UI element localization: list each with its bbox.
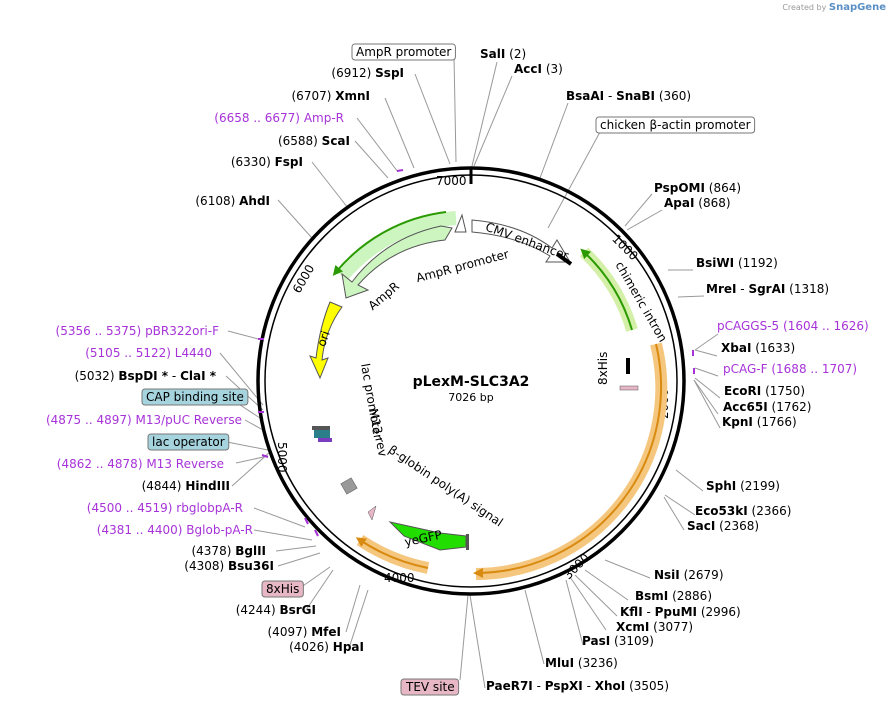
- site-label-mrei[interactable]: MreI - SgrAI (1318): [706, 282, 829, 296]
- plasmid-length: 7026 bp: [448, 391, 493, 404]
- site-label-hindiii[interactable]: (4844) HindIII: [142, 479, 230, 493]
- site-label-l4440[interactable]: (5105 .. 5122) L4440: [85, 346, 212, 360]
- ampr-orf-arrow: [332, 211, 447, 276]
- site-label-ecori[interactable]: EcoRI (1750): [724, 384, 805, 398]
- site-label-ahdi[interactable]: (6108) AhdI: [195, 194, 270, 208]
- site-label-bsu36i[interactable]: (4308) Bsu36I: [184, 559, 274, 573]
- site-label-his8tag[interactable]: 8xHis: [266, 582, 299, 596]
- site-label-acci[interactable]: AccI (3): [514, 62, 563, 76]
- snapgene-brand: Created by SnapGene: [782, 2, 886, 13]
- site-label-bsaai[interactable]: BsaAI - SnaBI (360): [566, 89, 691, 103]
- site-label-scai[interactable]: (6588) ScaI: [278, 134, 350, 148]
- site-label-mfei[interactable]: (4097) MfeI: [268, 625, 342, 639]
- ori-feature[interactable]: [309, 301, 343, 380]
- site-label-xcmi[interactable]: XcmI (3077): [616, 620, 693, 634]
- site-label-m13puc[interactable]: (4875 .. 4897) M13/pUC Reverse: [46, 413, 242, 427]
- site-label-apai[interactable]: ApaI (868): [664, 196, 731, 210]
- ampr-label: AmpR: [366, 279, 402, 313]
- site-label-box-tev: [400, 678, 460, 696]
- site-label-nsii[interactable]: NsiI (2679): [654, 568, 724, 582]
- site-label-box-chicken-actin: [595, 116, 756, 134]
- tick-7000: 7000: [436, 174, 467, 188]
- site-label-pcagf[interactable]: pCAG-F (1688 .. 1707): [723, 362, 857, 376]
- site-label-acc65i[interactable]: Acc65I (1762): [723, 400, 811, 414]
- ampr-promoter-label: AmpR promoter: [415, 247, 511, 285]
- brand-product: SnapGene: [828, 2, 886, 13]
- tev-his-arrow: [355, 537, 429, 569]
- site-label-chicken-actin[interactable]: chicken β-actin promoter: [600, 118, 751, 132]
- site-label-m13rev[interactable]: (4862 .. 4878) M13 Reverse: [57, 457, 224, 471]
- site-label-box-his8tag: [261, 580, 304, 598]
- site-label-xmni[interactable]: (6707) XmnI: [292, 89, 371, 103]
- site-label-bsmi[interactable]: BsmI (2886): [635, 589, 712, 603]
- site-label-mlui[interactable]: MluI (3236): [545, 656, 618, 670]
- site-label-saci[interactable]: SacI (2368): [687, 519, 759, 533]
- m13-rev-block: [318, 438, 332, 442]
- site-labels: SalI (2)AccI (3)BsaAI - SnaBI (360) chick…: [46, 43, 869, 696]
- site-label-hpai[interactable]: (4026) HpaI: [289, 640, 364, 654]
- site-label-sspi[interactable]: (6912) SspI: [331, 66, 404, 80]
- tick-4000: 4000: [384, 571, 415, 585]
- leader-lines: [219, 55, 721, 689]
- primer-marks: [258, 169, 695, 537]
- ori-label: ori: [314, 329, 332, 348]
- site-label-ampr-prom-box[interactable]: AmpR promoter: [356, 45, 451, 59]
- chicken-actin-marker: [555, 252, 573, 266]
- ampr-promoter-arrow[interactable]: [454, 213, 467, 233]
- rbglob-block: [367, 505, 377, 521]
- site-label-box-lacop: [147, 433, 230, 451]
- plasmid-name: pLexM-SLC3A2: [413, 374, 530, 390]
- brand-created-by: Created by: [782, 3, 827, 12]
- tick-6000: 6000: [290, 262, 317, 295]
- cap-binding-block: [314, 430, 330, 438]
- site-label-kfli[interactable]: KflI - PpuMI (2996): [620, 605, 741, 619]
- site-label-bsiwi[interactable]: BsiWI (1192): [696, 256, 778, 270]
- site-label-kpni[interactable]: KpnI (1766): [722, 415, 797, 429]
- site-label-sphi[interactable]: SphI (2199): [706, 479, 780, 493]
- site-label-bglob[interactable]: (4381 .. 4400) Bglob-pA-R: [97, 523, 253, 537]
- site-label-rbglob[interactable]: (4500 .. 4519) rbglobpA-R: [87, 501, 243, 515]
- beta-globin-block: [340, 477, 358, 495]
- site-label-bsrgi[interactable]: (4244) BsrGI: [236, 603, 316, 617]
- site-label-bglii[interactable]: (4378) BglII: [191, 544, 266, 558]
- site-label-tev[interactable]: TEV site: [405, 680, 455, 694]
- intron-arrow: [580, 248, 633, 331]
- site-label-fspi[interactable]: (6330) FspI: [231, 155, 303, 169]
- site-label-pbr322[interactable]: (5356 .. 5375) pBR322ori-F: [56, 324, 220, 338]
- yegfp-end-marker: [466, 534, 469, 550]
- site-label-pcaggs5[interactable]: pCAGGS-5 (1604 .. 1626): [717, 319, 869, 333]
- site-label-ampr-primer[interactable]: (6658 .. 6677) Amp-R: [214, 111, 344, 125]
- site-label-capbs[interactable]: CAP binding site: [146, 390, 244, 404]
- ampr-feature[interactable]: [341, 225, 453, 299]
- ampr-highlight: [336, 211, 457, 281]
- site-label-box-capbs: [141, 388, 249, 406]
- tick-5000: 5000: [275, 442, 289, 473]
- site-label-eco53ki[interactable]: Eco53kI (2366): [695, 504, 791, 518]
- his8-feature-label: 8xHis: [596, 352, 610, 385]
- cmv-enhancer-feature[interactable]: [471, 219, 571, 263]
- his8-block: [619, 385, 639, 391]
- site-label-paer7i[interactable]: PaeR7I - PspXI - XhoI (3505): [486, 679, 669, 693]
- site-label-pasi[interactable]: PasI (3109): [582, 634, 654, 648]
- site-label-lacop[interactable]: lac operator: [152, 435, 225, 449]
- site-label-bspdi[interactable]: (5032) BspDI * - ClaI *: [75, 369, 217, 383]
- site-label-box-ampr-prom-box: [351, 43, 456, 61]
- lac-promoter-block: [312, 426, 330, 430]
- site-label-sali[interactable]: SalI (2): [480, 47, 526, 61]
- site-label-xbai[interactable]: XbaI (1633): [721, 341, 795, 355]
- m13-rev-label: M13 rev: [366, 407, 390, 457]
- beta-globin-label: β-globin poly(A) signal: [386, 442, 506, 529]
- slc3a2-orf-arrow: [473, 343, 663, 578]
- site-label-pspomi[interactable]: PspOMI (864): [654, 181, 741, 195]
